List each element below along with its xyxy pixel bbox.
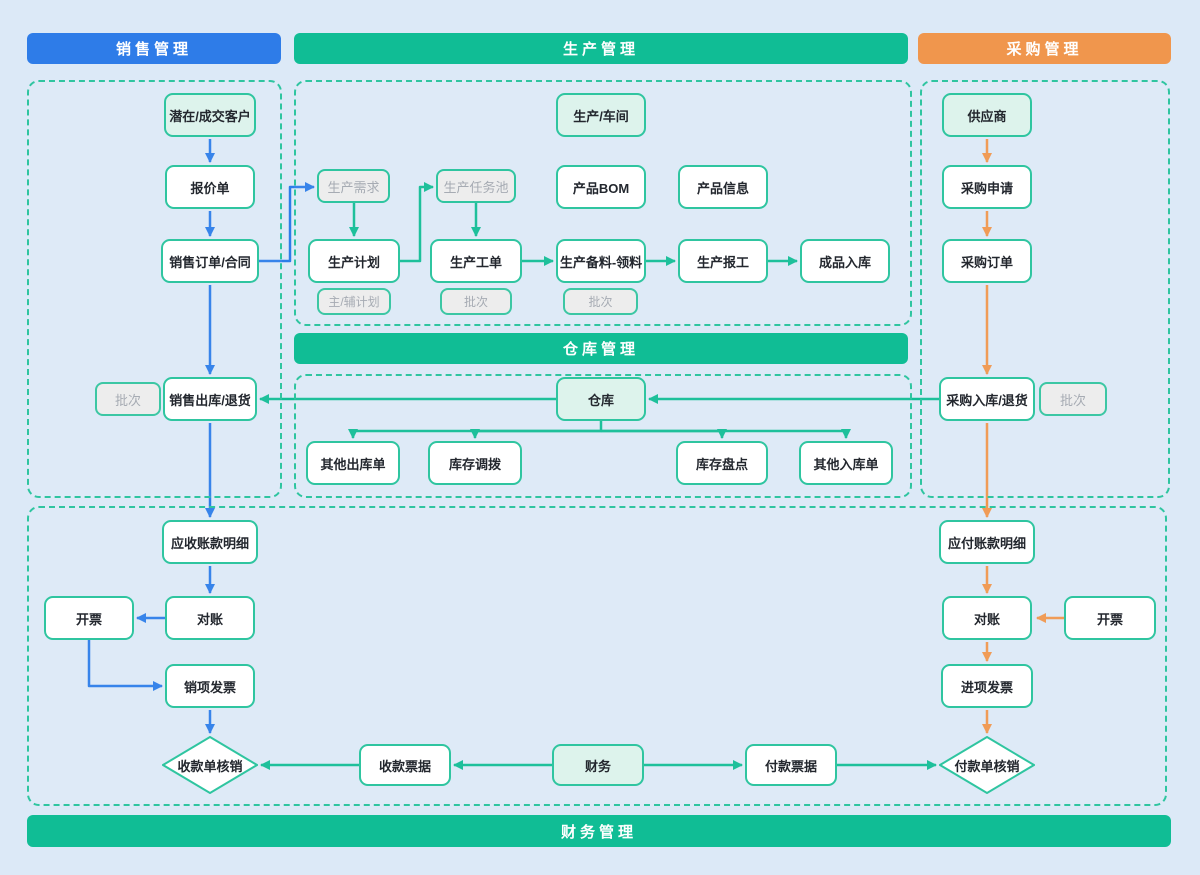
node-purchase-order: 采购订单 [942,239,1032,283]
badge-batch-work-order: 批次 [440,288,512,315]
node-receipt-bill: 收款票据 [359,744,451,786]
node-purchase-in: 采购入库/退货 [939,377,1035,421]
node-payment-bill: 付款票据 [745,744,837,786]
badge-batch-purchase-in: 批次 [1039,382,1107,416]
node-stock-transfer: 库存调拨 [428,441,522,485]
node-workshop: 生产/车间 [556,93,646,137]
header-production: 生产管理 [294,33,908,64]
zone-purchase [920,80,1170,498]
node-customer: 潜在/成交客户 [164,93,256,137]
node-sales-out: 销售出库/退货 [163,377,257,421]
node-sales-order: 销售订单/合同 [161,239,259,283]
node-prod-demand: 生产需求 [317,169,390,203]
node-prod-report: 生产报工 [678,239,768,283]
zone-sales [27,80,282,498]
node-reconcile-purchase: 对账 [942,596,1032,640]
badge-main-aux-plan: 主/辅计划 [317,288,391,315]
node-quote: 报价单 [165,165,255,209]
node-reconcile-sales: 对账 [165,596,255,640]
node-warehouse: 仓库 [556,377,646,421]
node-material-prep: 生产备料-领料 [556,239,646,283]
diamond-shape [162,736,258,794]
node-supplier: 供应商 [942,93,1032,137]
diamond-shape [939,736,1035,794]
node-task-pool: 生产任务池 [436,169,516,203]
node-fg-inbound: 成品入库 [800,239,890,283]
node-invoice-purchase: 开票 [1064,596,1156,640]
header-finance: 财务管理 [27,815,1171,847]
node-finance: 财务 [552,744,644,786]
diamond-label: 付款单核销 [954,758,1020,774]
diamond-label: 收款单核销 [177,758,243,774]
node-payment-writeoff: 付款单核销 [939,736,1035,794]
node-receipt-writeoff: 收款单核销 [162,736,258,794]
header-sales: 销售管理 [27,33,281,64]
node-product-bom: 产品BOM [556,165,646,209]
badge-batch-material-prep: 批次 [563,288,638,315]
node-other-inbound: 其他入库单 [799,441,893,485]
node-ap-detail: 应付账款明细 [939,520,1035,564]
header-purchase: 采购管理 [918,33,1171,64]
node-product-info: 产品信息 [678,165,768,209]
node-prod-plan: 生产计划 [308,239,400,283]
node-work-order: 生产工单 [430,239,522,283]
node-stock-take: 库存盘点 [676,441,768,485]
node-ar-detail: 应收账款明细 [162,520,258,564]
badge-batch-sales-out: 批次 [95,382,161,416]
node-input-invoice: 进项发票 [941,664,1033,708]
node-purchase-request: 采购申请 [942,165,1032,209]
node-sales-invoice: 销项发票 [165,664,255,708]
node-other-outbound: 其他出库单 [306,441,400,485]
node-invoice-sales: 开票 [44,596,134,640]
header-warehouse: 仓库管理 [294,333,908,364]
